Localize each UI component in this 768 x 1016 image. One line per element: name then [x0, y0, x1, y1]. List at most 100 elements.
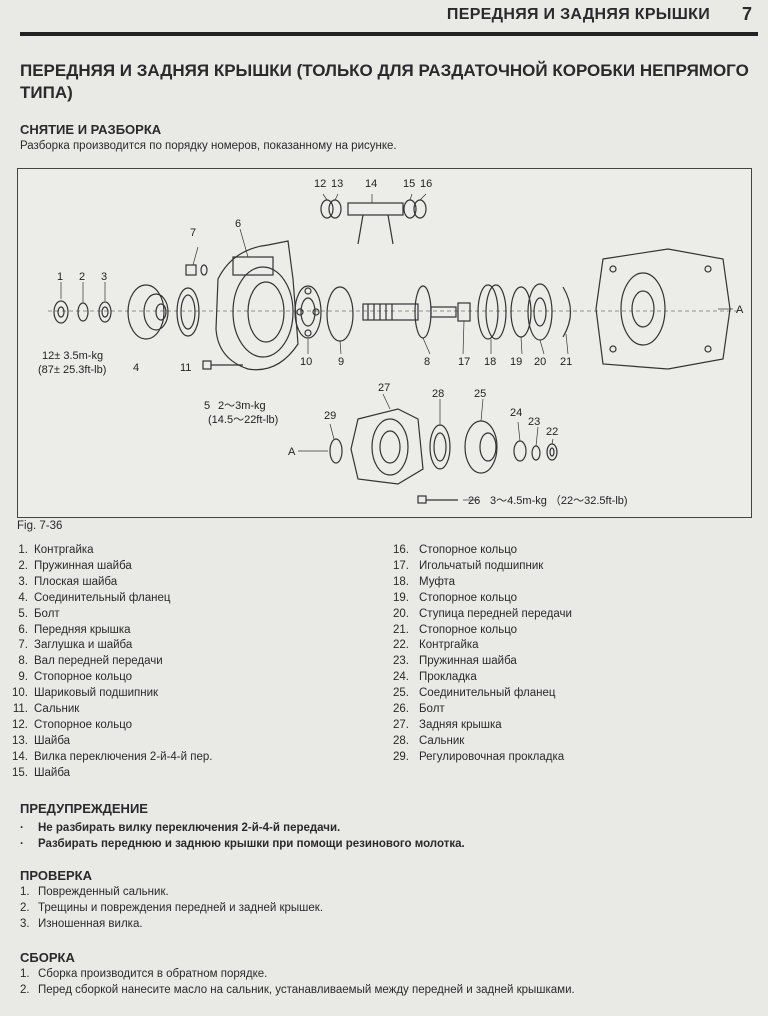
parts-list-item: 23.Пружинная шайба: [393, 655, 517, 668]
figure-caption: Fig. 7-36: [17, 520, 63, 532]
parts-list-item: 11.Сальник: [12, 703, 80, 716]
mark-a-rear: A: [288, 446, 296, 458]
warning-item: ·Разбирать переднюю и заднюю крышки при …: [20, 838, 465, 850]
parts-list-item: 2.Пружинная шайба: [18, 559, 132, 572]
callout-2: 2: [79, 271, 85, 283]
parts-list-item: 24.Прокладка: [393, 671, 477, 684]
callout-4: 4: [133, 362, 139, 374]
inspection-list: 1.Поврежденный сальник. 2.Трещины и повр…: [20, 884, 323, 932]
list-item: 2.Трещины и повреждения передней и задне…: [20, 902, 324, 914]
parts-list-item: 10.Шариковый подшипник: [12, 687, 159, 700]
rear-locknut-part: [546, 443, 558, 461]
callout-11: 11: [180, 362, 191, 374]
callout-28: 28: [432, 388, 444, 400]
parts-list-item: 27.Задняя крышка: [393, 718, 502, 731]
rear-flange-part: [464, 420, 498, 474]
callout-12: 12: [314, 178, 326, 190]
parts-list-left: 1.Контргайка 2.Пружинная шайба 3.Плоская ш…: [6, 543, 212, 782]
exploded-diagram: 1 2 3 4 5 6 7 8 9 10 11 12 13 14 15 16 1…: [38, 178, 744, 507]
parts-list-item: 14.Вилка переключения 2-й-4-й пер.: [12, 750, 213, 763]
callout-26: 26: [468, 495, 480, 507]
parts-list-item: 3.Плоская шайба: [18, 575, 118, 588]
callout-23: 23: [528, 416, 540, 428]
rear-oil-seal-part: [429, 424, 451, 470]
parts-list-item: 8.Вал передней передачи: [18, 655, 163, 668]
torque-bolt: 2～3m-kg: [218, 400, 266, 412]
page-title: ПЕРЕДНЯЯ И ЗАДНЯЯ КРЫШКИ (ТОЛЬКО ДЛЯ РАЗ…: [20, 61, 749, 102]
callout-5: 5: [204, 400, 210, 412]
torque-bolt-ftlb: (14.5～22ft-lb): [208, 414, 278, 426]
snap-ring-part-9: [326, 286, 354, 342]
list-item: 3.Изношенная вилка.: [20, 918, 143, 930]
callout-14: 14: [365, 178, 377, 190]
ball-bearing-part: [294, 285, 322, 339]
callout-15: 15: [403, 178, 415, 190]
transfer-case-housing: [595, 248, 731, 370]
gasket-part: [513, 440, 527, 462]
callout-16: 16: [420, 178, 432, 190]
parts-list-item: 16.Стопорное кольцо: [393, 544, 518, 556]
front-drive-shaft-part: [362, 285, 457, 339]
callout-3: 3: [101, 271, 107, 283]
mark-a-case: A: [736, 304, 744, 316]
callout-8: 8: [424, 356, 430, 368]
parts-list-item: 17.Игольчатый подшипник: [393, 559, 544, 572]
spring-washer-part: [77, 302, 89, 322]
callout-21: 21: [560, 356, 572, 368]
sleeve-part: [477, 284, 507, 340]
flat-washer-part: [98, 301, 112, 323]
torque-locknut-ftlb: (87± 25.3ft-lb): [38, 364, 106, 376]
parts-list-item: 13.Шайба: [12, 734, 71, 747]
warning-item: ·Не разбирать вилку переключения 2-й-4-й…: [20, 822, 341, 834]
callout-20: 20: [534, 356, 546, 368]
callout-13: 13: [331, 178, 343, 190]
shift-fork-part: [320, 199, 427, 245]
callout-18: 18: [484, 356, 496, 368]
callout-27: 27: [378, 382, 390, 394]
header-title: ПЕРЕДНЯЯ И ЗАДНЯЯ КРЫШКИ: [446, 6, 710, 23]
parts-list-item: 12.Стопорное кольцо: [12, 718, 133, 731]
parts-list-item: 26.Болт: [393, 703, 445, 716]
parts-list-right: 16.Стопорное кольцо 17.Игольчатый подшипн…: [393, 543, 572, 766]
page-number: 7: [741, 4, 752, 24]
rear-spring-washer-part: [531, 445, 541, 461]
parts-list-item: 20.Ступица передней передачи: [393, 607, 572, 620]
warning-list: ·Не разбирать вилку переключения 2-й-4-й…: [20, 820, 465, 852]
parts-list-item: 21.Стопорное кольцо: [393, 623, 518, 636]
parts-list-item: 1.Контргайка: [18, 544, 94, 556]
front-cover-part: [215, 240, 299, 371]
callout-7: 7: [190, 227, 196, 239]
rear-cover-part: [350, 408, 424, 485]
torque-rear-bolt: 3～4.5m-kg （22～32.5ft-lb): [490, 494, 628, 507]
snap-ring-part-21: [562, 286, 572, 338]
parts-list-item: 29.Регулировочная прокладка: [393, 750, 565, 763]
exploded-view-figure: 1 2 3 4 5 6 7 8 9 10 11 12 13 14 15 16 1…: [17, 168, 752, 518]
needle-bearing-part: [457, 302, 471, 322]
callout-17: 17: [458, 356, 470, 368]
shim-part: [329, 438, 343, 464]
assembly-heading: СБОРКА: [20, 950, 75, 965]
torque-locknut: 12± 3.5m-kg: [42, 350, 103, 362]
inspection-heading: ПРОВЕРКА: [20, 868, 93, 883]
rear-bolt-part: [417, 495, 458, 504]
parts-list-item: 18.Муфта: [393, 575, 456, 588]
removal-text: Разборка производится по порядку номеров…: [20, 140, 397, 152]
parts-list-item: 4.Соединительный фланец: [18, 591, 171, 604]
callout-6: 6: [235, 218, 241, 230]
callout-1: 1: [57, 271, 63, 283]
list-item: 1.Сборка производится в обратном порядке…: [20, 968, 268, 980]
removal-heading: СНЯТИЕ И РАЗБОРКА: [20, 122, 162, 137]
oil-seal-part: [176, 287, 200, 337]
callout-9: 9: [338, 356, 344, 368]
parts-list-item: 15.Шайба: [12, 766, 71, 779]
parts-list-item: 22.Контргайка: [393, 639, 479, 652]
parts-list-item: 7.Заглушка и шайба: [18, 639, 133, 652]
callout-10: 10: [300, 356, 312, 368]
page-header: ПЕРЕДНЯЯ И ЗАДНЯЯ КРЫШКИ 7: [20, 0, 758, 36]
list-item: 2.Перед сборкой нанесите масло на сальни…: [20, 984, 575, 996]
parts-list-item: 19.Стопорное кольцо: [393, 591, 518, 604]
parts-list-item: 25.Соединительный фланец: [393, 687, 556, 700]
plug-and-washer-part: [185, 264, 208, 276]
parts-list-item: 5.Болт: [18, 607, 60, 620]
list-item: 1.Поврежденный сальник.: [20, 886, 169, 898]
